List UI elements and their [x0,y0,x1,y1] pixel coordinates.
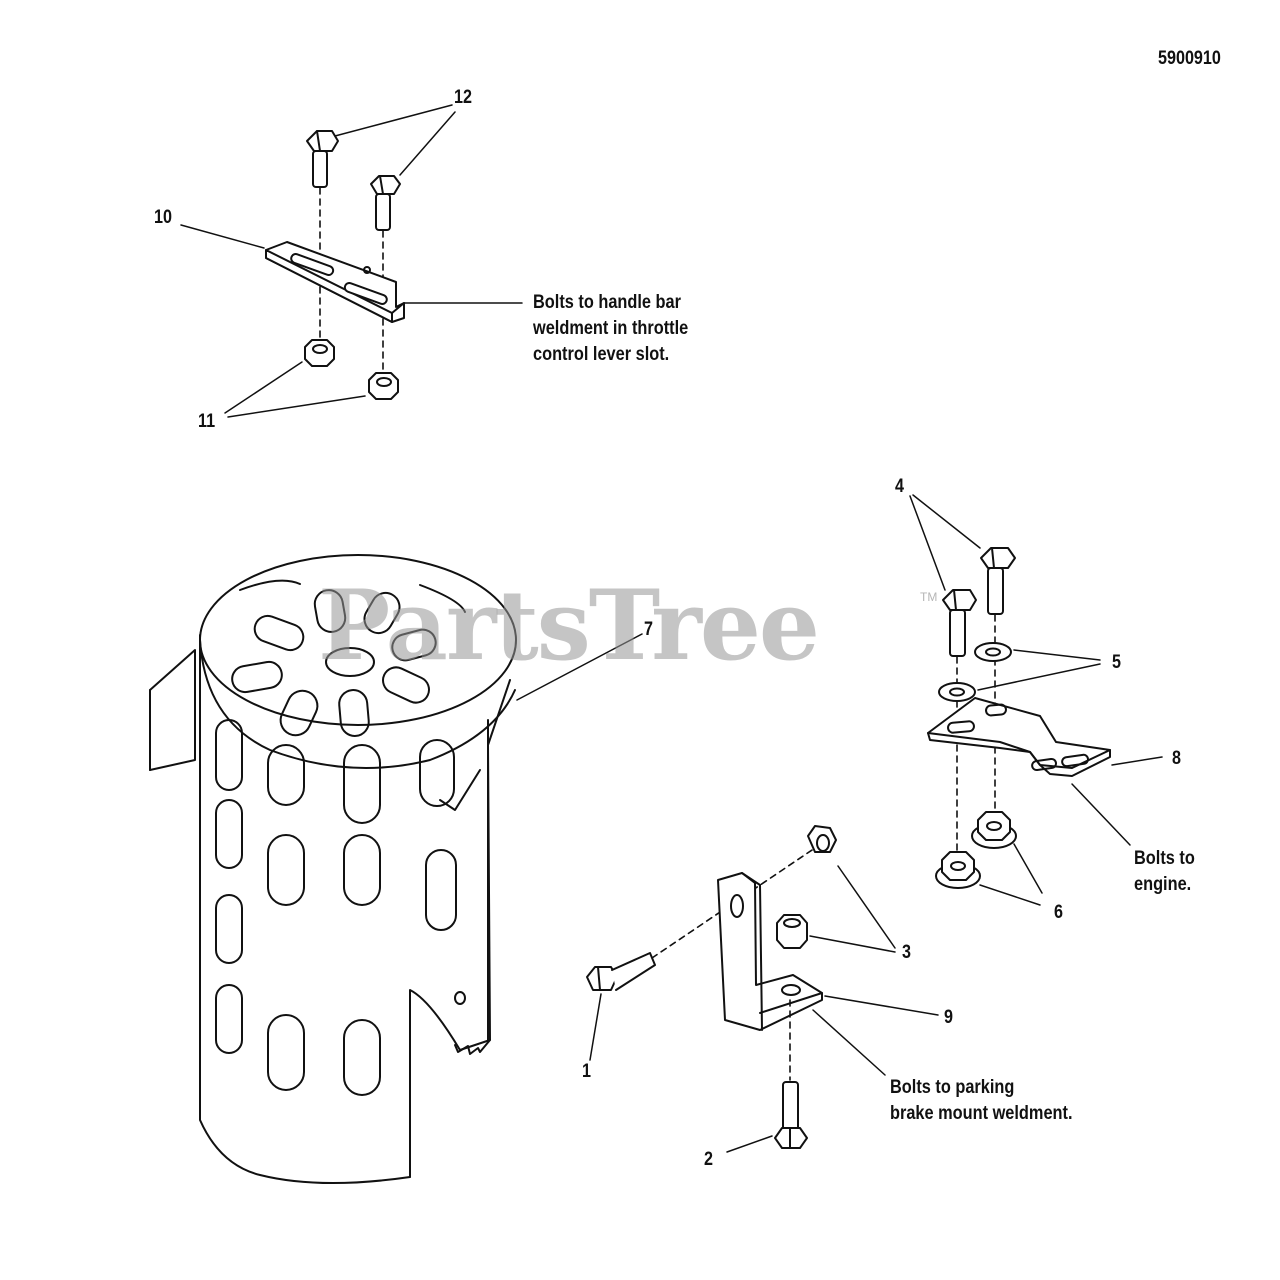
washer-5-front [938,682,976,702]
note-handle-bar: Bolts to handle bar weldment in throttle… [533,292,689,365]
washer-5-back [974,642,1012,662]
flange-nut-6-front [935,851,981,889]
lock-nut-3 [776,914,808,949]
watermark-trademark: TM [920,590,938,604]
callout-3[interactable]: 3 [902,942,911,963]
guard-7 [149,554,517,1185]
flange-nut-3 [807,825,837,853]
callout-10[interactable]: 10 [154,207,172,228]
note-engine: Bolts to engine. [1134,848,1195,895]
callout-11[interactable]: 11 [198,411,216,432]
flange-nut-6-back [971,811,1017,849]
bolt-1 [586,952,656,991]
watermark-logo: PartsTree [318,569,820,682]
callout-9[interactable]: 9 [944,1007,953,1028]
bolt-4-back [980,547,1016,615]
callout-12[interactable]: 12 [454,87,472,108]
bolt-2 [774,1081,808,1149]
callout-4[interactable]: 4 [895,476,904,497]
callout-2[interactable]: 2 [704,1149,713,1170]
note-parking-brake: Bolts to parking brake mount weldment. [890,1077,1073,1124]
bracket-10 [265,241,405,323]
diagram-id: 5900910 [1158,48,1221,69]
callout-8[interactable]: 8 [1172,748,1181,769]
callout-7[interactable]: 7 [644,619,653,640]
callout-5[interactable]: 5 [1112,652,1121,673]
callout-6[interactable]: 6 [1054,902,1063,923]
bracket-9 [717,872,823,1031]
bolt-12-left [306,130,339,188]
callout-1[interactable]: 1 [582,1061,591,1082]
bolt-12-right [370,175,401,231]
bolt-4-front [942,589,977,657]
nut-11-left [304,339,335,367]
nut-11-right [368,372,399,400]
bracket-8 [927,697,1111,777]
